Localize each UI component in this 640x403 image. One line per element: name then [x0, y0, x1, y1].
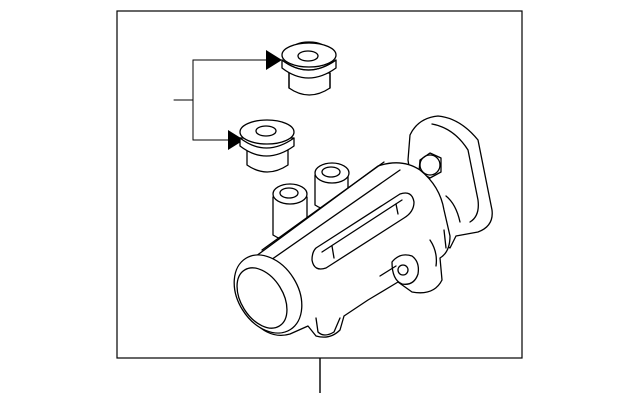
arrow-head-lower [228, 130, 244, 150]
cylinder-end-face [233, 254, 303, 334]
callout-bracket [173, 50, 282, 150]
arrow-head-upper [266, 50, 282, 70]
master-cylinder [233, 115, 493, 338]
lower-boss [391, 254, 420, 285]
grommet-upper [281, 41, 337, 96]
inspection-slot [311, 192, 415, 270]
grommet-lower [239, 119, 295, 173]
outlet-fitting [315, 317, 341, 336]
